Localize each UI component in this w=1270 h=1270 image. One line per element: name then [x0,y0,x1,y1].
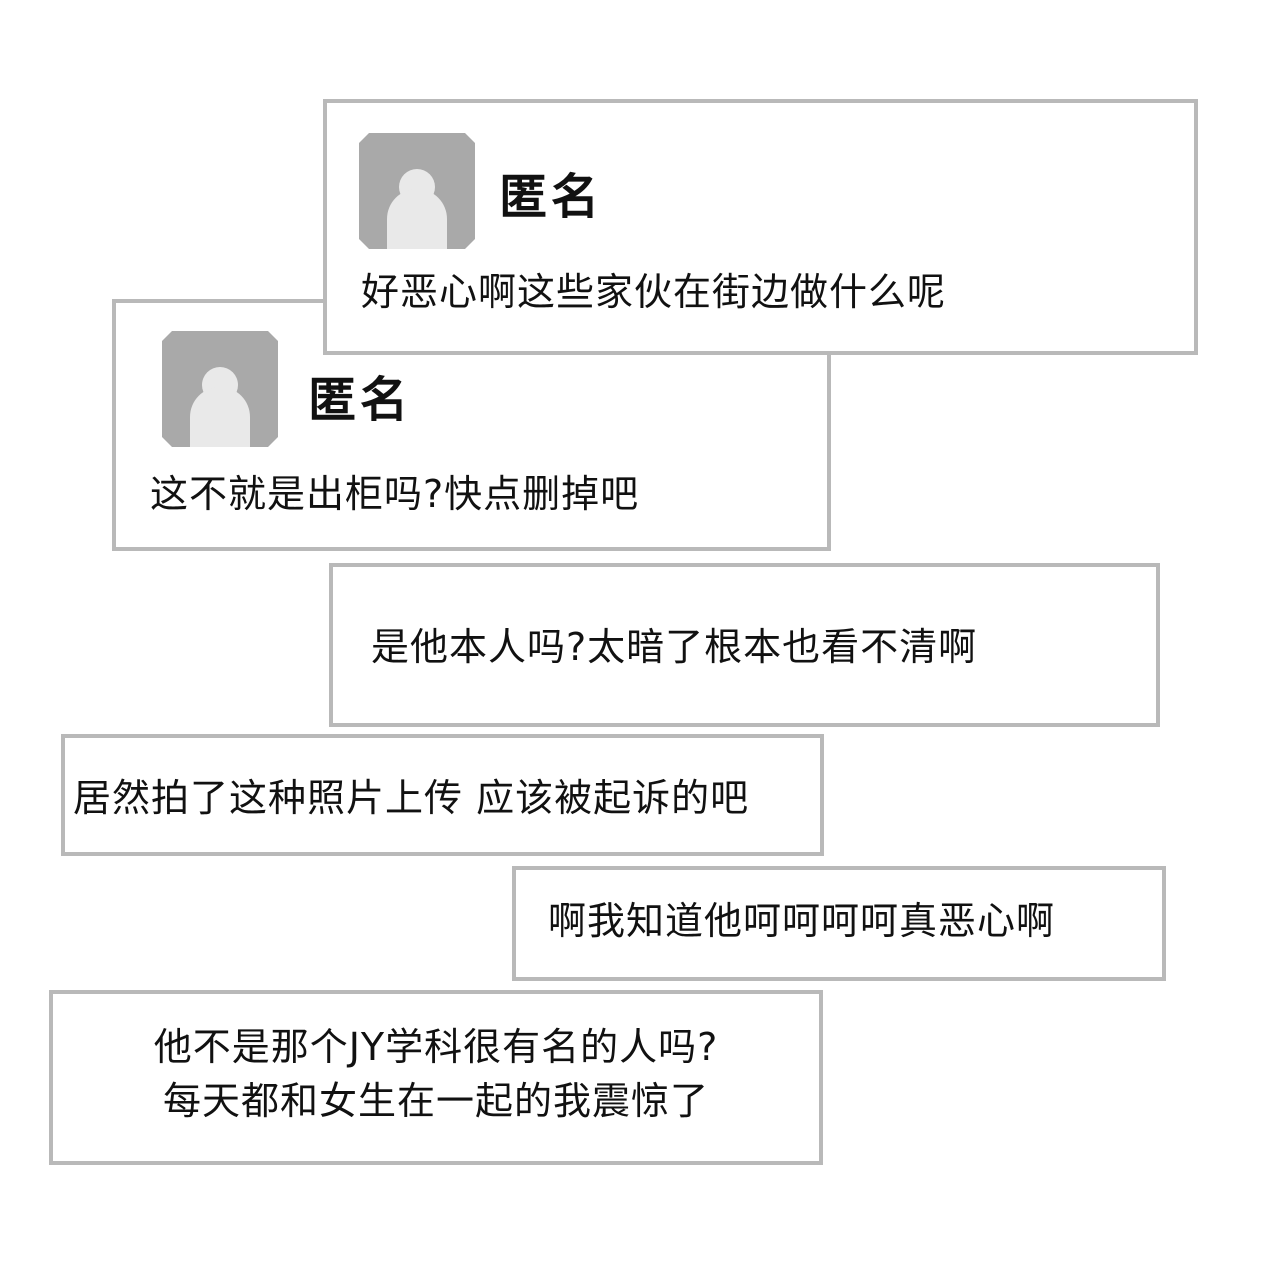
comment-card-5: 啊我知道他呵呵呵呵真恶心啊 [512,866,1166,981]
comment-author: 匿名 [499,169,604,225]
comment-card-6: 他不是那个JY学科很有名的人吗? 每天都和女生在一起的我震惊了 [49,990,823,1165]
comment-text: 好恶心啊这些家伙在街边做什么呢 [361,270,947,314]
comment-card-1: 匿名 好恶心啊这些家伙在街边做什么呢 [323,99,1198,355]
comment-text-line-1: 他不是那个JY学科很有名的人吗? [153,1025,719,1069]
comment-text: 居然拍了这种照片上传 应该被起诉的吧 [73,776,750,820]
avatar [162,331,278,447]
comment-text: 啊我知道他呵呵呵呵真恶心啊 [548,899,1056,943]
comment-text: 是他本人吗?太暗了根本也看不清啊 [371,625,978,669]
avatar [359,133,475,249]
comment-card-4: 居然拍了这种照片上传 应该被起诉的吧 [61,734,824,856]
comment-text-line-2: 每天都和女生在一起的我震惊了 [162,1079,709,1123]
comment-text: 这不就是出柜吗?快点删掉吧 [150,472,640,516]
comment-author: 匿名 [308,372,413,428]
comment-card-3: 是他本人吗?太暗了根本也看不清啊 [329,563,1160,727]
